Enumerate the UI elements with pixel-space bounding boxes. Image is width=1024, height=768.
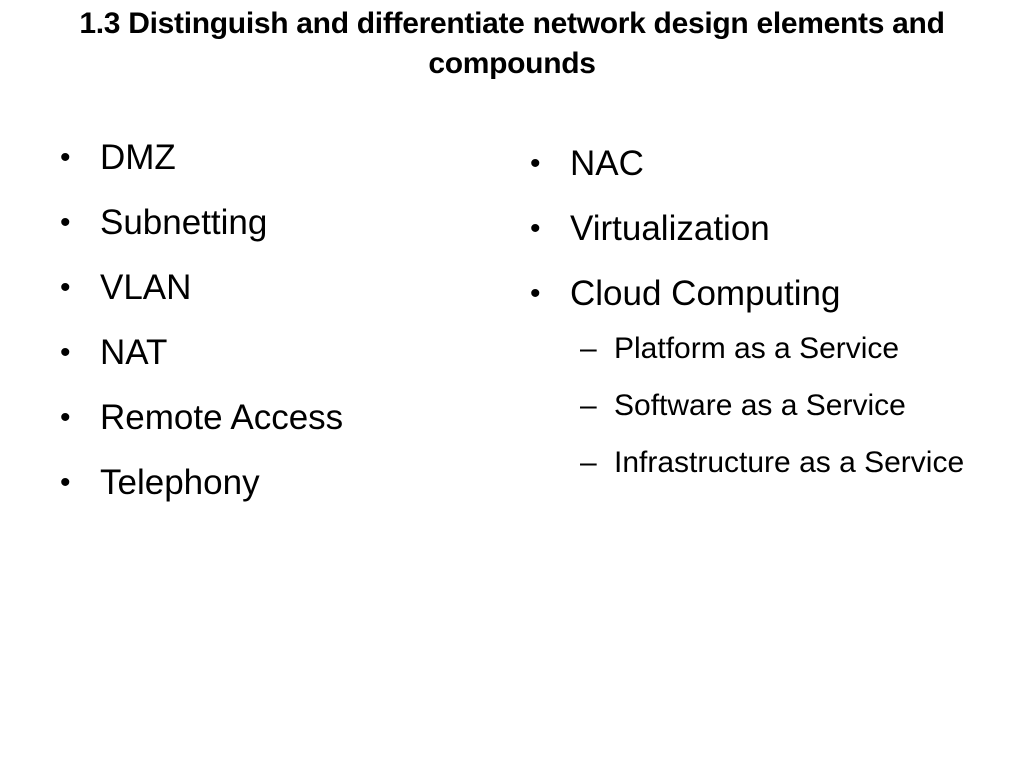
bullet-icon: • [60, 206, 71, 239]
bullet-icon: • [60, 271, 71, 304]
cloud-subitems: – Platform as a Service – Software as a … [528, 325, 988, 487]
dash-icon: – [580, 389, 597, 422]
sub-bullet-list: – Platform as a Service – Software as a … [528, 325, 988, 487]
bullet-icon: • [60, 466, 71, 499]
dash-icon: – [580, 446, 597, 479]
bullet-label: Remote Access [100, 398, 344, 437]
dash-icon: – [580, 332, 597, 365]
sub-item-iaas: – Infrastructure as a Service [580, 439, 974, 487]
bullet-label: VLAN [100, 268, 192, 307]
bullet-item-nac: • NAC [528, 140, 988, 188]
bullet-item-subnetting: • Subnetting [58, 199, 478, 247]
bullet-item-virtualization: • Virtualization [528, 205, 988, 253]
left-bullet-list: • DMZ • Subnetting • VLAN • NAT • Remote… [58, 134, 478, 524]
sub-item-paas: – Platform as a Service [580, 325, 974, 373]
sub-item-label: Infrastructure as a Service [614, 446, 965, 479]
bullet-icon: • [530, 277, 541, 310]
bullet-item-cloud-computing: • Cloud Computing [528, 270, 988, 318]
bullet-item-dmz: • DMZ [58, 134, 478, 182]
bullet-icon: • [530, 147, 541, 180]
bullet-icon: • [60, 141, 71, 174]
sub-item-label: Software as a Service [614, 389, 906, 422]
bullet-item-nat: • NAT [58, 329, 478, 377]
bullet-label: NAC [570, 144, 644, 183]
bullet-label: NAT [100, 333, 168, 372]
sub-item-saas: – Software as a Service [580, 382, 974, 430]
bullet-label: Cloud Computing [570, 274, 841, 313]
bullet-item-telephony: • Telephony [58, 459, 478, 507]
bullet-item-vlan: • VLAN [58, 264, 478, 312]
bullet-label: Telephony [100, 463, 260, 502]
bullet-label: DMZ [100, 138, 176, 177]
sub-item-label: Platform as a Service [614, 332, 900, 365]
bullet-icon: • [60, 336, 71, 369]
bullet-label: Virtualization [570, 209, 770, 248]
bullet-label: Subnetting [100, 203, 268, 242]
slide-title: 1.3 Distinguish and differentiate networ… [79, 7, 945, 80]
bullet-icon: • [530, 212, 541, 245]
right-bullet-list: • NAC • Virtualization • Cloud Computing… [528, 140, 988, 496]
bullet-icon: • [60, 401, 71, 434]
bullet-item-remote-access: • Remote Access [58, 394, 478, 442]
